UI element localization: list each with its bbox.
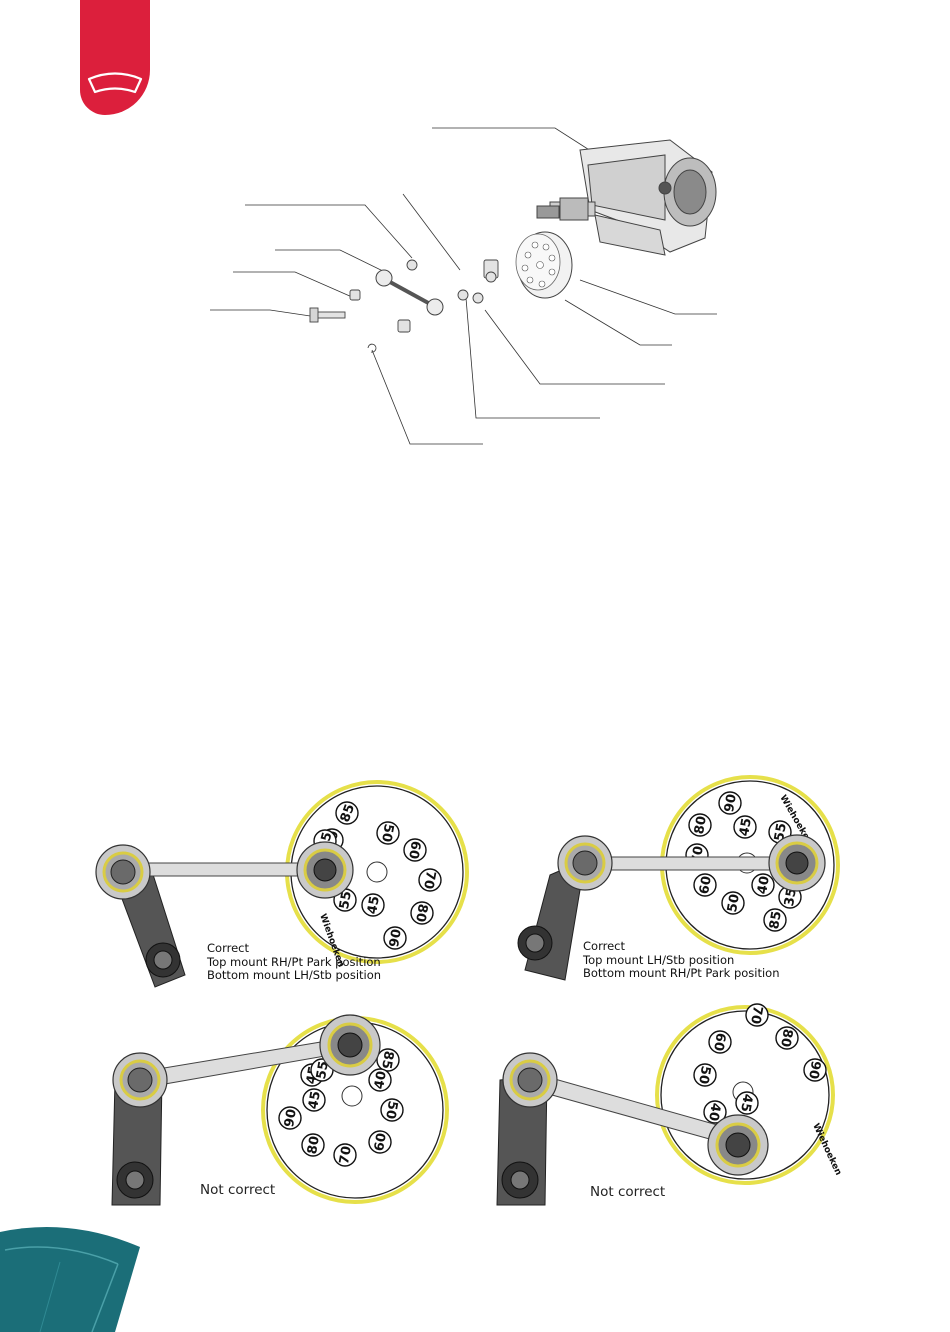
- dial-position-number: 45: [306, 1090, 324, 1110]
- connecting-rod: [375, 269, 444, 316]
- dial-position-circle: [763, 908, 787, 932]
- dial-position-number: 85: [767, 910, 785, 930]
- dial-position-circle: [745, 1003, 769, 1027]
- dial-position-number: 80: [305, 1135, 323, 1155]
- dial-position-number: 90: [282, 1108, 300, 1128]
- dial-position-number: 70: [420, 870, 438, 890]
- dial-position-number: 85: [338, 802, 358, 824]
- dial-position-circle: [751, 873, 775, 897]
- dial-position-number: 40: [372, 1070, 390, 1090]
- teal-wiper-corner-icon: [0, 1227, 140, 1332]
- dial-position-number: 55: [337, 890, 355, 910]
- dial-position-circle: [803, 1058, 827, 1082]
- dial-position-number: 60: [405, 840, 423, 860]
- dial-position-number: 45: [737, 817, 755, 837]
- caption-bottom-right: Not correct: [590, 1184, 666, 1200]
- dial-position-number: 80: [412, 903, 430, 923]
- wiper-windshield-icon: [87, 72, 143, 94]
- dial-position-circle: [775, 1026, 799, 1050]
- dial-position-number: 50: [695, 1065, 713, 1085]
- dial-position-number: 40: [705, 1102, 723, 1122]
- dial-position-circle: [361, 893, 385, 917]
- figure-top-left-correct: 85405045607055458090 Wiehoeken: [95, 780, 469, 988]
- caption-bottom-left: Not correct: [200, 1182, 276, 1198]
- dial-position-number: 50: [725, 893, 743, 913]
- dial-position-circle: [376, 1048, 400, 1072]
- dial-position-number: 60: [372, 1132, 390, 1152]
- figure-bottom-right-not-correct: 7060805045904055 Wiehoeken: [496, 1003, 843, 1206]
- dial-position-number: 80: [692, 815, 710, 835]
- dial-position-circle: [383, 926, 407, 950]
- dial-position-number: 45: [737, 1093, 755, 1113]
- dial-position-number: 40: [755, 875, 773, 895]
- dial-position-circle: [376, 821, 400, 845]
- dial-position-number: 35: [782, 887, 800, 907]
- dial-position-circle: [335, 801, 359, 825]
- dial-position-circle: [688, 813, 712, 837]
- dial-position-circle: [403, 838, 427, 862]
- header-brand-tab: [80, 0, 150, 115]
- dial-position-number: 50: [382, 1100, 400, 1120]
- dial-position-number: 80: [777, 1028, 795, 1048]
- crank-bolt: [309, 307, 346, 323]
- dial-position-circle: [735, 1091, 759, 1115]
- dial-position-number: 60: [697, 875, 715, 895]
- dial-position-circle: [703, 1100, 727, 1124]
- dial-position-circle: [718, 791, 742, 815]
- dial-position-number: 50: [378, 823, 396, 843]
- figure-bottom-left-not-correct: 45558540455090807060: [111, 1014, 449, 1206]
- dial-position-number: 85: [378, 1050, 396, 1070]
- caption-top-left: Correct Top mount RH/Pt Park position Bo…: [207, 941, 382, 982]
- park-position-disc: [515, 231, 573, 299]
- dial-position-circle: [301, 1133, 325, 1157]
- dial-position-circle: [693, 1063, 717, 1087]
- dial-position-circle: [333, 1143, 357, 1167]
- dial-position-circle: [733, 815, 757, 839]
- dial-position-circle: [410, 901, 434, 925]
- dial-position-number: 60: [710, 1032, 728, 1052]
- dial-position-circle: [708, 1030, 732, 1054]
- exploded-parts-diagram: [210, 127, 717, 445]
- dial-position-circle: [380, 1098, 404, 1122]
- dial-position-circle: [693, 873, 717, 897]
- dial-position-circle: [721, 891, 745, 915]
- dial-position-number: 90: [387, 928, 405, 948]
- dial-position-circle: [302, 1088, 326, 1112]
- dial-position-circle: [278, 1106, 302, 1130]
- dial-position-number: 70: [747, 1005, 765, 1025]
- dial-position-number: 90: [722, 793, 740, 813]
- dial-position-circle: [418, 868, 442, 892]
- dial-position-number: 70: [337, 1145, 355, 1165]
- dial-position-number: 90: [805, 1060, 823, 1080]
- motor-assembly: [536, 139, 717, 256]
- dial-position-number: 45: [365, 895, 383, 915]
- caption-top-right: Correct Top mount LH/Stb position Bottom…: [583, 939, 780, 980]
- dial-position-circle: [368, 1068, 392, 1092]
- dial-position-circle: [368, 1130, 392, 1154]
